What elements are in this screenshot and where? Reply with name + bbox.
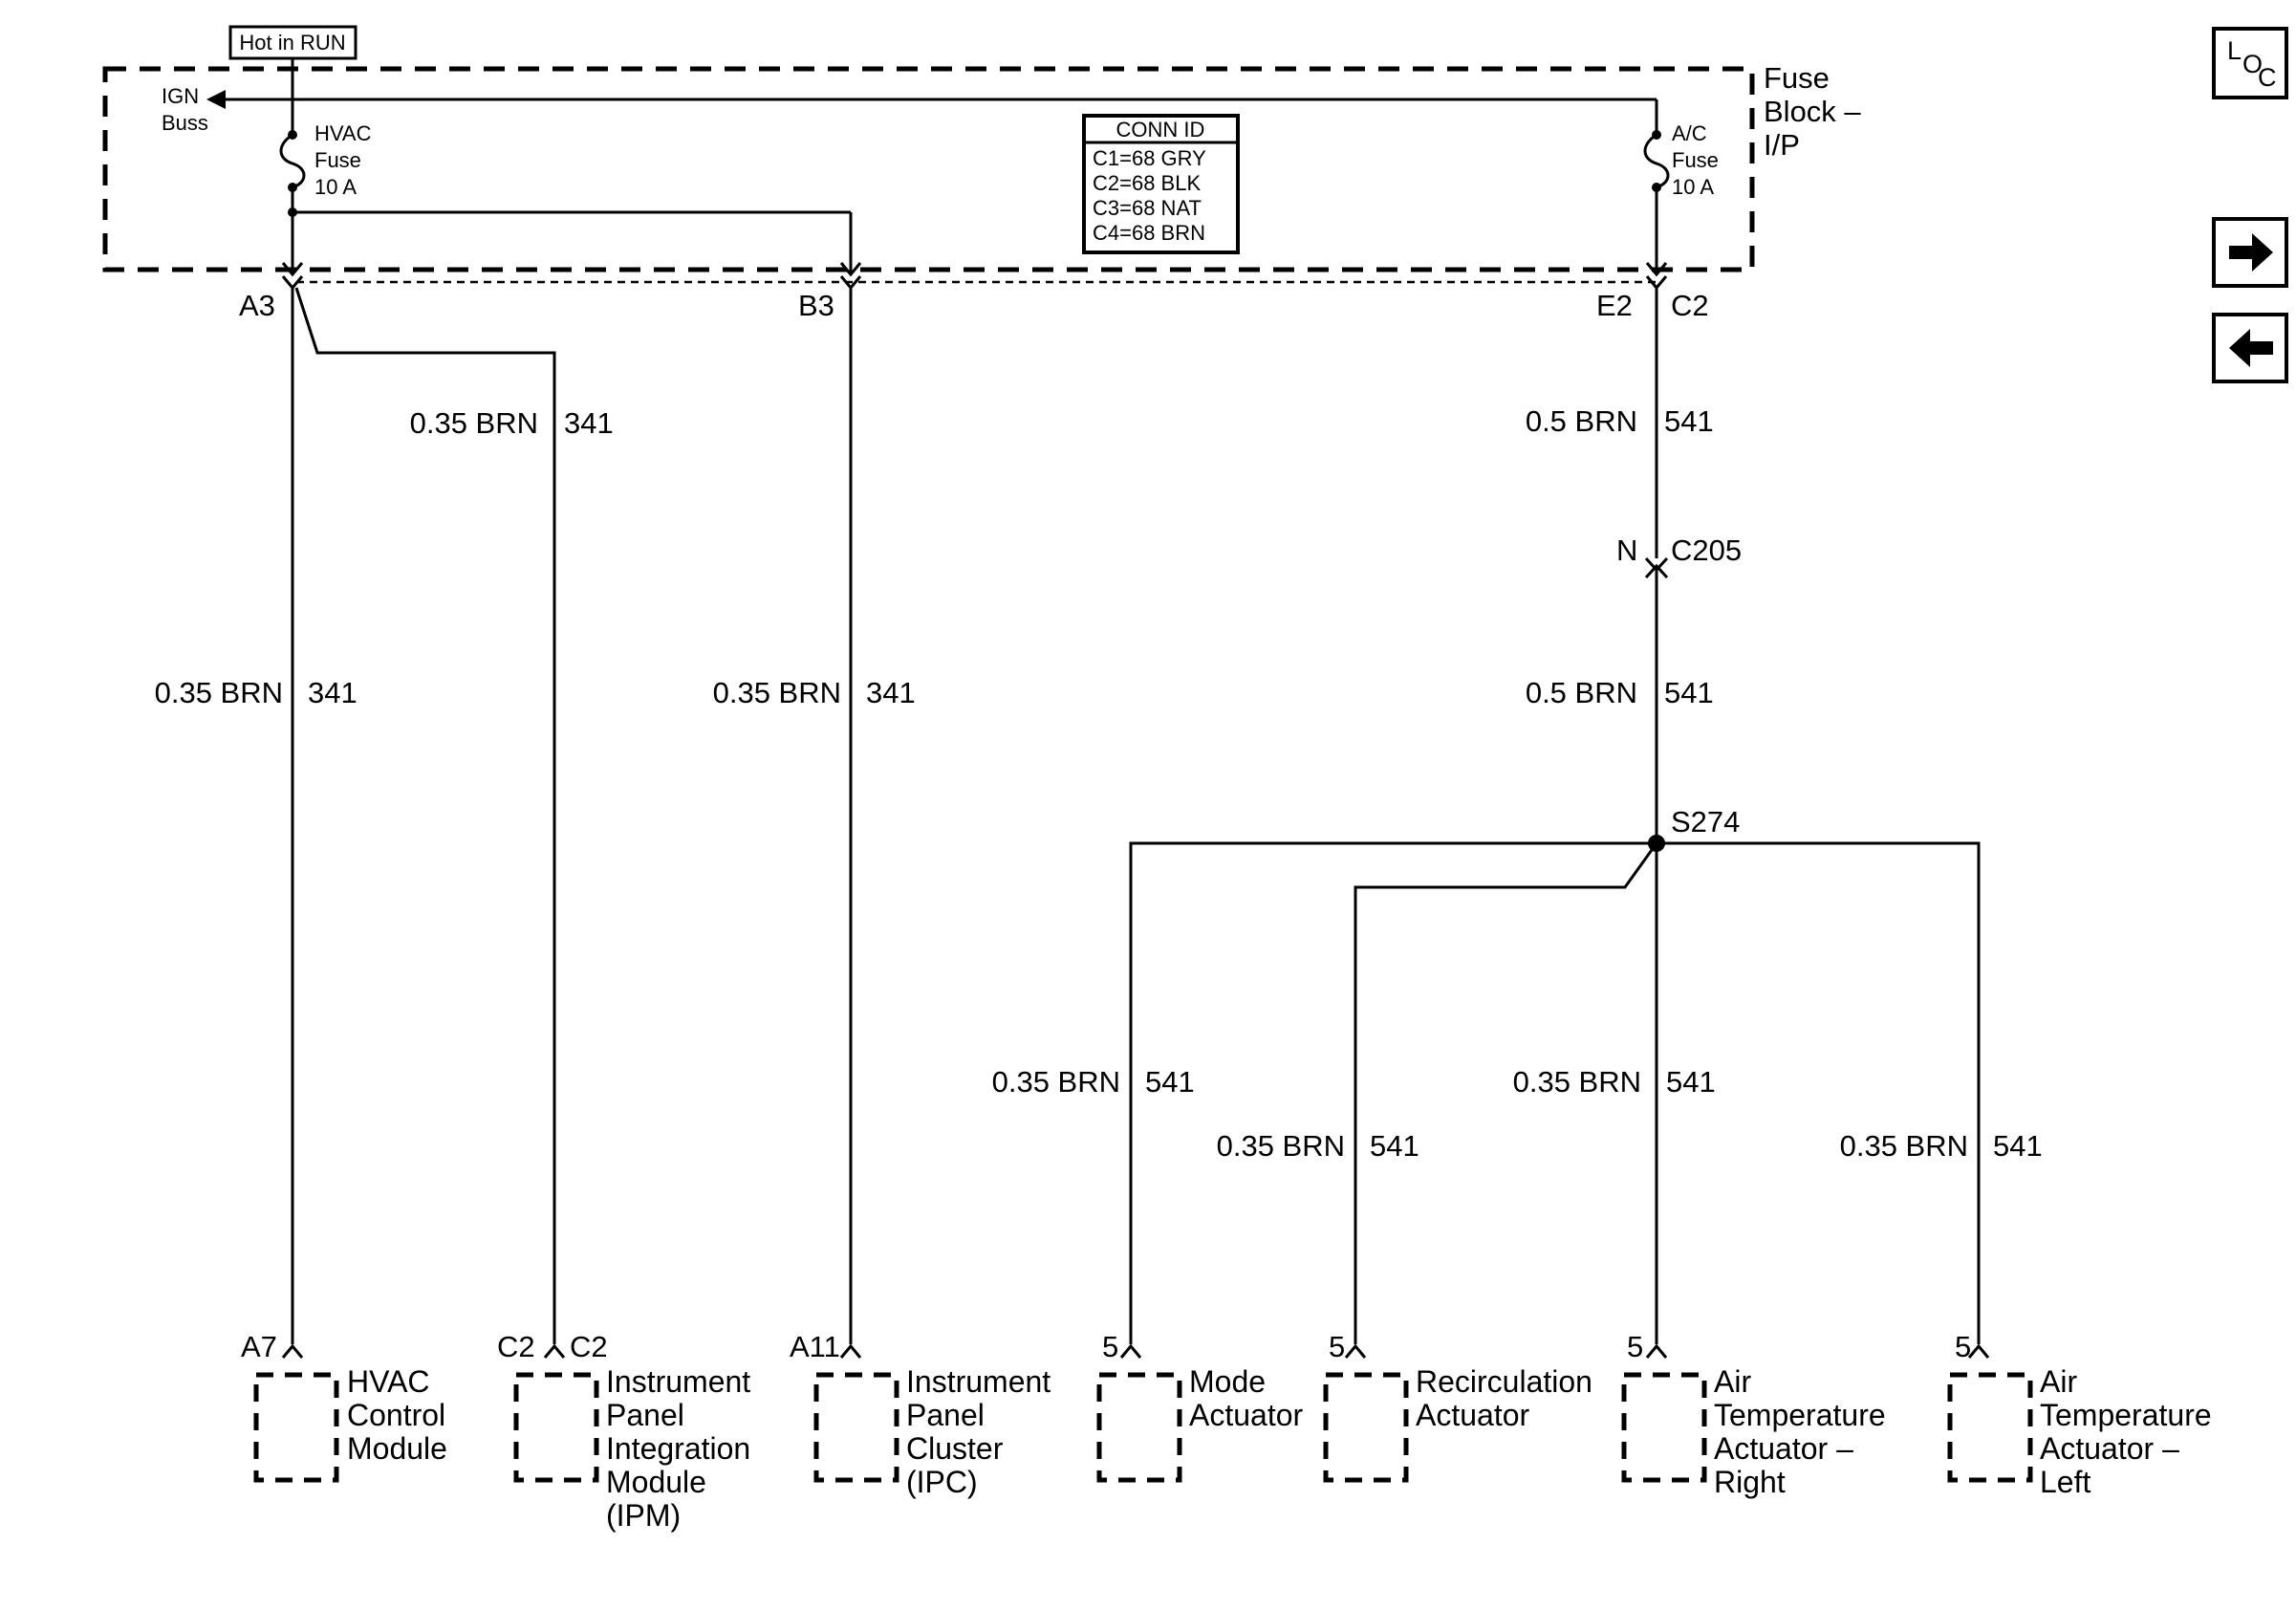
loc-icon: L xyxy=(2227,36,2242,65)
arrow-right-icon xyxy=(2229,233,2273,272)
connector-arrow-icon xyxy=(543,1343,566,1359)
svg-text:5: 5 xyxy=(1627,1330,1643,1363)
svg-text:541: 541 xyxy=(1993,1129,2043,1163)
wire-label-ac-upper: 0.5 BRN 541 xyxy=(1526,404,1714,438)
svg-text:0.35 BRN: 0.35 BRN xyxy=(410,406,538,440)
wire-label-ipm-feed: 0.35 BRN 341 xyxy=(410,406,614,440)
svg-text:541: 541 xyxy=(1666,1065,1716,1099)
conn-id-row: C4=68 BRN xyxy=(1093,221,1205,245)
connector-arrow-icon xyxy=(1967,1343,1990,1359)
hvac-fuse-icon xyxy=(279,133,306,189)
component-recirculation-actuator: 5 Recirculation Actuator xyxy=(1323,1330,1601,1483)
svg-text:541: 541 xyxy=(1664,404,1714,438)
wire-label-air-left: 0.35 BRN 541 xyxy=(1840,1129,2043,1163)
hot-in-run-label: Hot in RUN xyxy=(239,31,345,54)
hvac-fuse-label: HVAC Fuse 10 A xyxy=(314,121,378,199)
splice-s274-label: S274 xyxy=(1671,805,1740,838)
conn-id-row: C2=68 BLK xyxy=(1093,171,1201,195)
svg-text:Instrument Panel C: Instrument Panel Cluster (IPC) xyxy=(906,1364,1059,1499)
svg-text:0.35 BRN: 0.35 BRN xyxy=(1840,1129,1968,1163)
svg-text:C2: C2 xyxy=(570,1330,608,1363)
svg-text:Instrument Panel I: Instrument Panel Integration Module (IPM… xyxy=(606,1364,759,1533)
loc-icon: C xyxy=(2258,63,2277,92)
component-air-temp-actuator-right: 5 Air Temperature Actuator – Right xyxy=(1621,1330,1895,1499)
fuse-block-outline xyxy=(102,66,1755,272)
svg-text:A7: A7 xyxy=(241,1330,277,1363)
ac-fuse-label: A/C Fuse 10 A xyxy=(1672,121,1724,199)
svg-text:0.35 BRN: 0.35 BRN xyxy=(155,676,283,709)
prev-page-button[interactable] xyxy=(2212,313,2288,383)
svg-text:541: 541 xyxy=(1145,1065,1195,1099)
wire-ipm xyxy=(294,287,556,1344)
pin-label-a3: A3 xyxy=(239,289,275,322)
connector-arrow-icon xyxy=(281,1343,304,1359)
wire-label-ac-lower: 0.5 BRN 541 xyxy=(1526,676,1714,709)
wire-label-air-right: 0.35 BRN 541 xyxy=(1513,1065,1716,1099)
conn-id-title: CONN ID xyxy=(1116,118,1205,142)
ign-buss-label: IGN Buss xyxy=(162,84,208,135)
svg-text:Air Temperature Ac: Air Temperature Actuator – Left xyxy=(2040,1364,2220,1499)
wire-label-ipc: 0.35 BRN 341 xyxy=(713,676,916,709)
connector-arrow-icon xyxy=(1344,1343,1367,1359)
svg-text:0.5 BRN: 0.5 BRN xyxy=(1526,404,1637,438)
svg-text:5: 5 xyxy=(1329,1330,1345,1363)
pin-label-e2: E2 xyxy=(1596,289,1633,322)
conn-id-row: C3=68 NAT xyxy=(1093,196,1202,220)
svg-text:Recirculation Actuator: Recirculation Actuator xyxy=(1416,1364,1601,1432)
c205-label: C205 xyxy=(1671,533,1742,567)
wire-splice-bus xyxy=(1129,841,1981,1344)
svg-text:HVAC Control Modul: HVAC Control Module xyxy=(347,1364,454,1466)
loc-icon: O xyxy=(2242,50,2263,78)
c205-pin-label: N xyxy=(1616,533,1637,567)
svg-text:C2: C2 xyxy=(497,1330,535,1363)
conn-id-box xyxy=(1082,114,1240,254)
fuse-block-label: Fuse Block – I/P xyxy=(1764,61,1869,162)
svg-text:341: 341 xyxy=(866,676,916,709)
svg-text:0.35 BRN: 0.35 BRN xyxy=(713,676,841,709)
next-page-button[interactable] xyxy=(2212,217,2288,288)
component-ipm: C2 C2 Instrument Panel Integration Modul… xyxy=(497,1330,759,1533)
wire-label-hvac-control-module: 0.35 BRN 341 xyxy=(155,676,357,709)
connector-arrow-icon xyxy=(1645,1343,1668,1359)
svg-text:541: 541 xyxy=(1370,1129,1419,1163)
connector-arrow-icon xyxy=(1119,1343,1142,1359)
connector-arrow-icon xyxy=(839,1343,862,1359)
svg-text:Air Temperature Ac: Air Temperature Actuator – Right xyxy=(1714,1364,1895,1499)
svg-text:5: 5 xyxy=(1102,1330,1118,1363)
ign-buss-arrow-icon xyxy=(206,90,226,109)
svg-text:5: 5 xyxy=(1955,1330,1971,1363)
pin-label-c2-top: C2 xyxy=(1671,289,1709,322)
conn-id-row: C1=68 GRY xyxy=(1093,146,1206,170)
component-hvac-control-module: A7 HVAC Control Module xyxy=(241,1330,454,1483)
component-ipc: A11 Instrument Panel Cluster (IPC) xyxy=(790,1330,1059,1499)
component-air-temp-actuator-left: 5 Air Temperature Actuator – Left xyxy=(1947,1330,2220,1499)
ac-fuse-icon xyxy=(1643,133,1670,189)
svg-text:0.5 BRN: 0.5 BRN xyxy=(1526,676,1637,709)
pin-label-b3: B3 xyxy=(798,289,834,322)
svg-text:0.35 BRN: 0.35 BRN xyxy=(1513,1065,1641,1099)
wire-recirc xyxy=(1354,842,1658,1344)
svg-text:A11: A11 xyxy=(790,1330,840,1363)
svg-text:0.35 BRN: 0.35 BRN xyxy=(992,1065,1120,1099)
component-mode-actuator: 5 Mode Actuator xyxy=(1096,1330,1304,1483)
wire-label-mode: 0.35 BRN 541 xyxy=(992,1065,1195,1099)
svg-text:0.35 BRN: 0.35 BRN xyxy=(1217,1129,1345,1163)
wire-label-recirc: 0.35 BRN 541 xyxy=(1217,1129,1419,1163)
arrow-left-icon xyxy=(2229,329,2273,367)
svg-text:541: 541 xyxy=(1664,676,1714,709)
svg-text:Mode Actuator: Mode Actuator xyxy=(1189,1364,1304,1432)
loc-button[interactable]: L O C xyxy=(2212,27,2288,99)
svg-text:341: 341 xyxy=(308,676,357,709)
svg-text:341: 341 xyxy=(564,406,614,440)
